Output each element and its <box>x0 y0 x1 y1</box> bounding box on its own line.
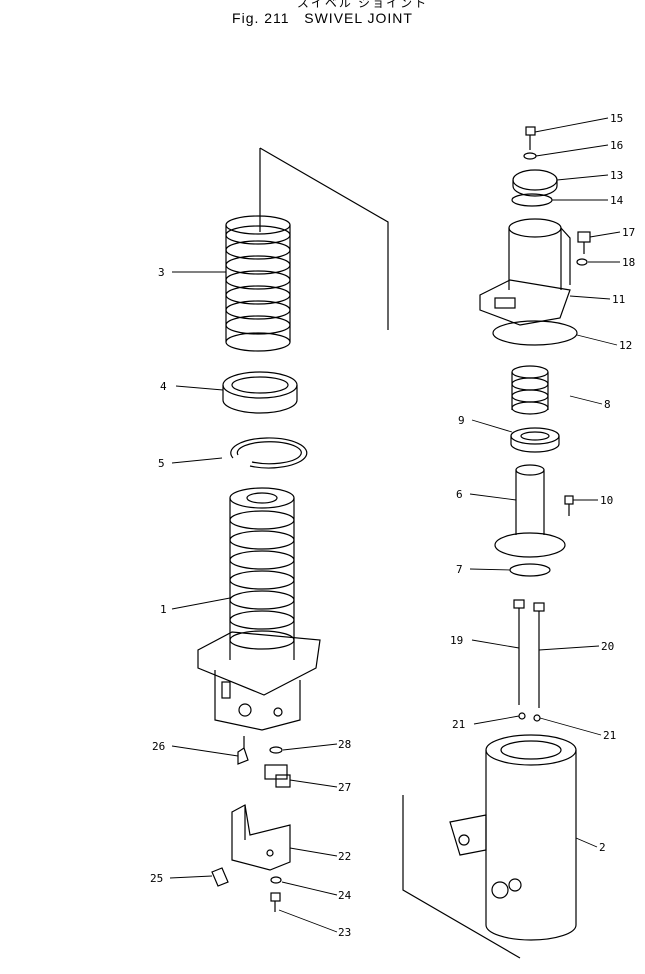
bracket-22 <box>231 804 291 871</box>
stem-6 <box>494 464 566 558</box>
washer-16 <box>523 152 537 160</box>
callout-1: 1 <box>160 603 167 616</box>
callout-27: 27 <box>338 781 351 794</box>
bushing <box>222 371 298 414</box>
callout-13: 13 <box>610 169 623 182</box>
callout-3: 3 <box>158 266 165 279</box>
callout-6: 6 <box>456 488 463 501</box>
assembly-guide-lines <box>259 147 521 959</box>
callout-24: 24 <box>338 889 352 902</box>
fitting-25 <box>211 867 229 887</box>
bolt-10 <box>564 495 574 516</box>
o-ring-7 <box>509 563 551 577</box>
washer-18 <box>576 258 588 266</box>
figure-name: SWIVEL JOINT <box>304 10 413 26</box>
bolt-17 <box>577 231 591 254</box>
o-ring-21b <box>533 714 541 722</box>
leader-lines <box>169 117 621 933</box>
figure-title: Fig. 211 SWIVEL JOINT <box>0 10 645 26</box>
snap-ring <box>230 437 308 469</box>
case-2 <box>449 734 577 941</box>
callout-10: 10 <box>600 494 613 507</box>
callout-25: 25 <box>150 872 163 885</box>
o-ring-12 <box>492 320 578 346</box>
o-ring-21a <box>518 712 526 720</box>
callout-23: 23 <box>338 926 351 939</box>
bolt-15 <box>525 126 536 150</box>
housing-top-11 <box>479 218 571 326</box>
callout-8: 8 <box>604 398 611 411</box>
callout-28: 28 <box>338 738 351 751</box>
callout-21-right: 21 <box>603 729 616 742</box>
callout-15: 15 <box>610 112 623 125</box>
o-ring-28 <box>269 746 283 754</box>
figure-number: Fig. 211 <box>232 10 290 26</box>
tube-19 <box>513 599 525 705</box>
bolt-23 <box>270 892 281 912</box>
fitting-27 <box>264 764 291 788</box>
seal-stack-8 <box>511 365 549 415</box>
seal-ring-stack <box>225 215 291 352</box>
callout-21-left: 21 <box>452 718 465 731</box>
callout-5: 5 <box>158 457 165 470</box>
callout-26: 26 <box>152 740 165 753</box>
callout-17: 17 <box>622 226 635 239</box>
callout-16: 16 <box>610 139 623 152</box>
callout-9: 9 <box>458 414 465 427</box>
callout-22: 22 <box>338 850 351 863</box>
tube-20 <box>533 602 545 708</box>
elbow-fitting-26 <box>237 736 249 765</box>
japanese-title: スイベル ジョイント <box>296 0 429 10</box>
cover-13 <box>512 169 558 197</box>
callout-7: 7 <box>456 563 463 576</box>
swivel-rotor <box>197 487 321 731</box>
washer-24 <box>270 876 282 884</box>
callout-18: 18 <box>622 256 635 269</box>
callout-labels: 3 4 5 1 26 28 27 22 25 24 23 15 16 13 14… <box>150 112 635 939</box>
callout-12: 12 <box>619 339 632 352</box>
bushing-9 <box>510 427 560 453</box>
callout-4: 4 <box>160 380 167 393</box>
callout-11: 11 <box>612 293 625 306</box>
callout-20: 20 <box>601 640 614 653</box>
callout-19: 19 <box>450 634 463 647</box>
callout-14: 14 <box>610 194 624 207</box>
callout-2: 2 <box>599 841 606 854</box>
